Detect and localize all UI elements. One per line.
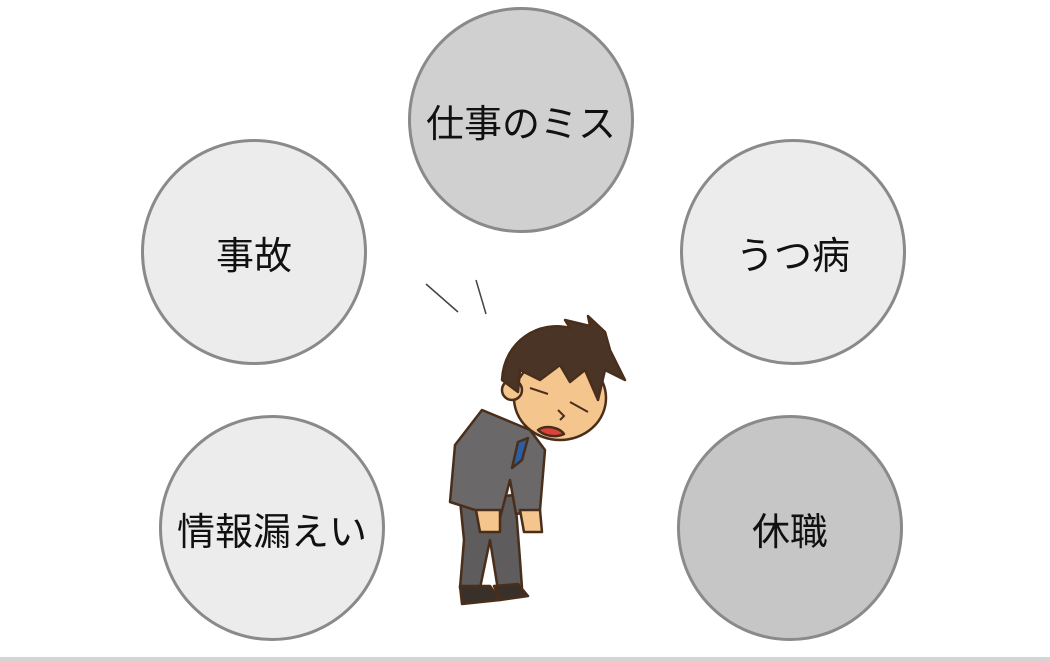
circle-leave-of-absence: 休職 — [677, 415, 903, 641]
bottom-divider — [0, 657, 1050, 662]
bowing-man-illustration — [425, 279, 627, 606]
circle-label: 仕事のミス — [425, 101, 616, 146]
circle-label: 事故 — [215, 233, 292, 278]
circle-info-leak: 情報漏えい — [159, 415, 385, 641]
circle-depression: うつ病 — [680, 139, 906, 365]
circle-label: 情報漏えい — [176, 509, 367, 554]
circle-work-mistake: 仕事のミス — [408, 7, 634, 233]
stress-lines-icon — [425, 279, 487, 315]
circle-accident: 事故 — [141, 139, 367, 365]
circle-label: 休職 — [751, 509, 828, 554]
circle-label: うつ病 — [735, 233, 850, 278]
